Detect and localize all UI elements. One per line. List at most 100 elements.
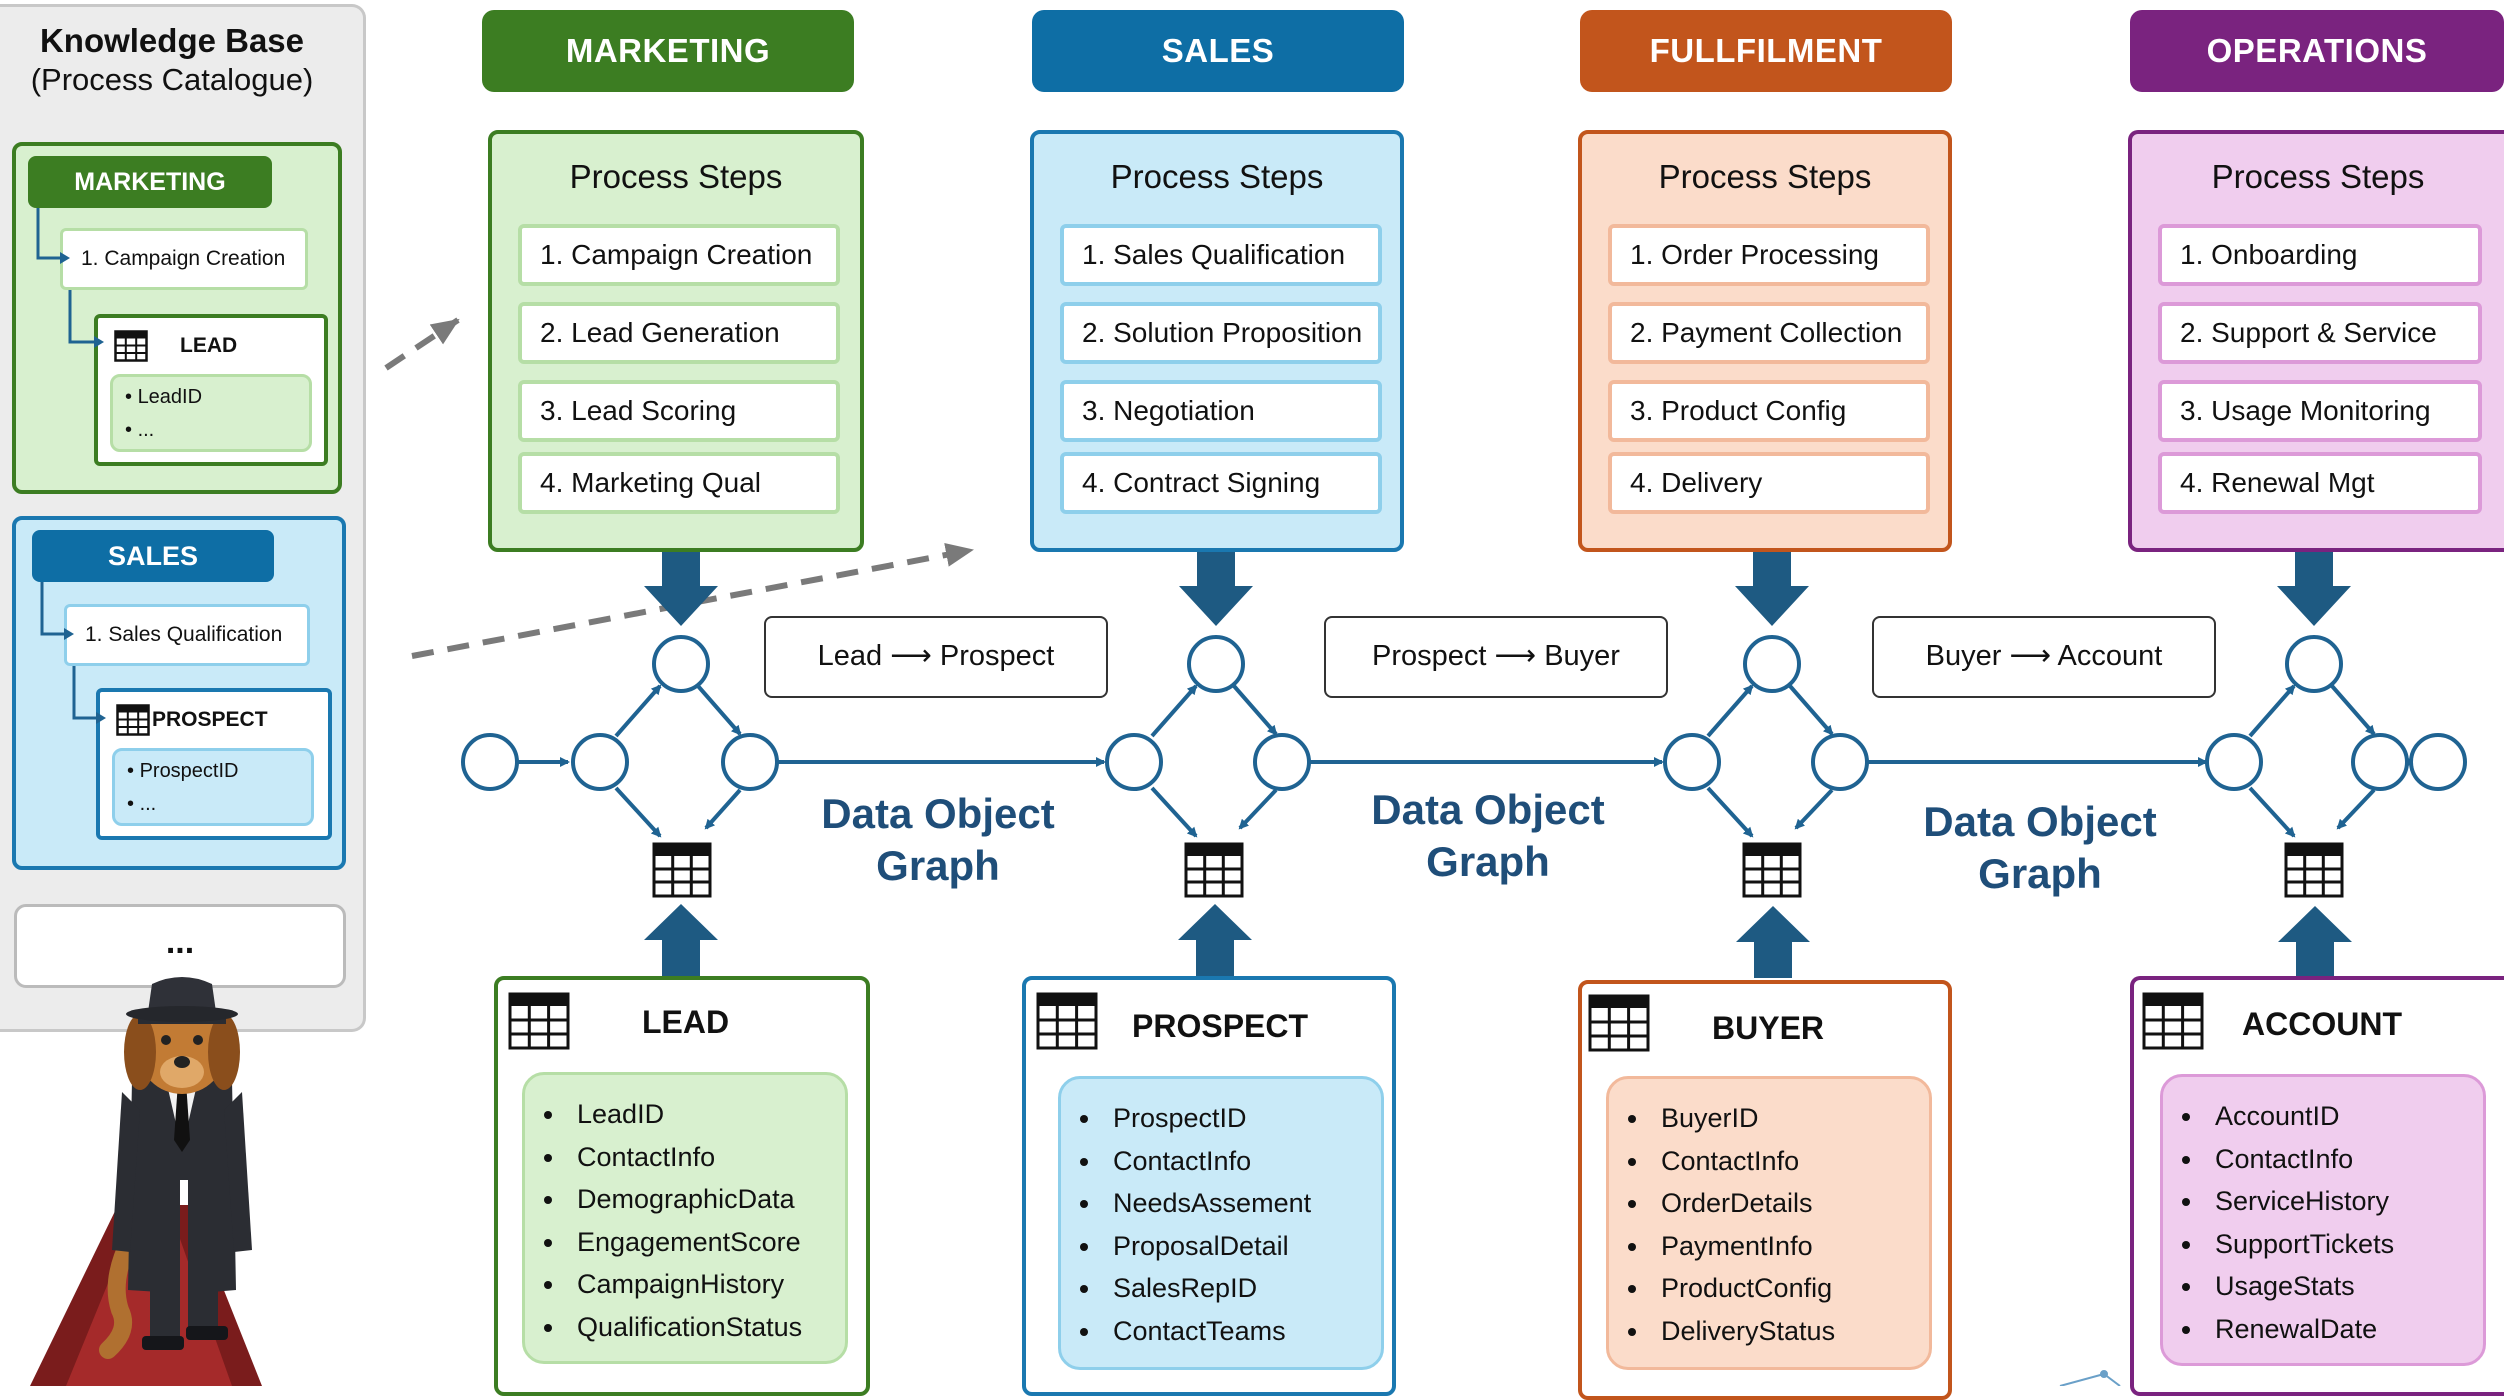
table-icon xyxy=(116,704,150,736)
process-steps-title: Process Steps xyxy=(1110,158,1324,195)
step-contract-signing[interactable]: 4. Contract Signing xyxy=(1060,452,1382,514)
up-arrow xyxy=(644,904,718,976)
entity-name: LEAD xyxy=(642,1004,730,1040)
step-usage-monitoring[interactable]: 3. Usage Monitoring xyxy=(2158,380,2482,442)
field-item: DeliveryStatus xyxy=(1651,1310,1929,1353)
transition-to: Account xyxy=(2057,640,2163,672)
field-item: AccountID xyxy=(2205,1095,2483,1138)
step-solution-proposition[interactable]: 2. Solution Proposition xyxy=(1060,302,1382,364)
step-marketing-qual[interactable]: 4. Marketing Qual xyxy=(518,452,840,514)
step-lead-scoring[interactable]: 3. Lead Scoring xyxy=(518,380,840,442)
table-icon xyxy=(114,330,148,362)
down-arrow xyxy=(2277,552,2351,626)
transition-prospect-buyer: Prospect ⟶ Buyer xyxy=(1324,616,1668,698)
table-icon xyxy=(1588,994,1650,1052)
step-onboarding[interactable]: 1. Onboarding xyxy=(2158,224,2482,286)
right-arrow-icon: ⟶ xyxy=(2001,640,2058,672)
field-list: AccountID ContactInfo ServiceHistory Sup… xyxy=(2160,1074,2486,1366)
transition-from: Prospect xyxy=(1372,640,1487,672)
process-steps-fullfilment: Process Steps 1. Order Processing 2. Pay… xyxy=(1578,130,1952,552)
kb-lead-field: ... xyxy=(137,419,155,441)
knowledge-base-subtitle: (Process Catalogue) xyxy=(30,62,314,97)
transition-lead-prospect: Lead ⟶ Prospect xyxy=(764,616,1108,698)
field-item: ContactTeams xyxy=(1103,1310,1381,1353)
step-order-processing[interactable]: 1. Order Processing xyxy=(1608,224,1930,286)
kb-connectors xyxy=(36,208,106,724)
transition-from: Lead xyxy=(817,640,883,672)
dashed-arrow xyxy=(411,543,974,659)
down-arrow xyxy=(644,552,718,626)
transition-buyer-account: Buyer ⟶ Account xyxy=(1872,616,2216,698)
step-renewal-mgt[interactable]: 4. Renewal Mgt xyxy=(2158,452,2482,514)
field-list: LeadID ContactInfo DemographicData Engag… xyxy=(522,1072,848,1364)
field-item: ServiceHistory xyxy=(2205,1180,2483,1223)
kb-prospect-entity-name: PROSPECT xyxy=(152,708,268,731)
transition-to: Buyer xyxy=(1544,640,1620,672)
step-negotiation[interactable]: 3. Negotiation xyxy=(1060,380,1382,442)
transition-from: Buyer xyxy=(1925,640,2002,672)
dashed-arrow xyxy=(384,317,460,371)
table-icon xyxy=(2284,842,2344,898)
entity-buyer[interactable]: BUYER BuyerID ContactInfo OrderDetails P… xyxy=(1578,980,1952,1400)
process-steps-sales: Process Steps 1. Sales Qualification 2. … xyxy=(1030,130,1404,552)
table-icon xyxy=(508,992,570,1050)
field-item: ProductConfig xyxy=(1651,1267,1929,1310)
step-sales-qualification[interactable]: 1. Sales Qualification xyxy=(1060,224,1382,286)
kb-lead-field: LeadID xyxy=(137,386,203,408)
entity-name: ACCOUNT xyxy=(2242,1006,2402,1042)
field-item: SupportTickets xyxy=(2205,1223,2483,1266)
down-arrow xyxy=(1735,552,1809,626)
table-icon xyxy=(652,842,712,898)
kb-sales-tag: SALES xyxy=(32,530,274,582)
table-icon xyxy=(1742,842,1802,898)
up-arrow xyxy=(1178,904,1252,976)
field-item: ProposalDetail xyxy=(1103,1225,1381,1268)
field-item: ContactInfo xyxy=(567,1136,845,1179)
kb-more-card[interactable]: ... xyxy=(14,904,346,988)
field-item: LeadID xyxy=(567,1093,845,1136)
step-lead-generation[interactable]: 2. Lead Generation xyxy=(518,302,840,364)
field-item: ProspectID xyxy=(1103,1097,1381,1140)
kb-lead-entity-name: LEAD xyxy=(180,334,238,357)
field-item: UsageStats xyxy=(2205,1265,2483,1308)
field-list: ProspectID ContactInfo NeedsAssement Pro… xyxy=(1058,1076,1384,1370)
process-steps-marketing: Process Steps 1. Campaign Creation 2. Le… xyxy=(488,130,864,552)
step-payment-collection[interactable]: 2. Payment Collection xyxy=(1608,302,1930,364)
kb-sales-step[interactable]: 1. Sales Qualification xyxy=(64,604,310,666)
dept-header-fullfilment: FULLFILMENT xyxy=(1580,10,1952,92)
field-item: BuyerID xyxy=(1651,1097,1929,1140)
entity-account[interactable]: ACCOUNT AccountID ContactInfo ServiceHis… xyxy=(2130,976,2504,1396)
field-item: OrderDetails xyxy=(1651,1182,1929,1225)
table-icon xyxy=(2142,992,2204,1050)
field-item: PaymentInfo xyxy=(1651,1225,1929,1268)
dept-header-marketing: MARKETING xyxy=(482,10,854,92)
up-arrow xyxy=(2278,906,2352,978)
kb-marketing-tag: MARKETING xyxy=(28,156,272,208)
field-item: DemographicData xyxy=(567,1178,845,1221)
entity-name: PROSPECT xyxy=(1132,1008,1309,1044)
right-arrow-icon: ⟶ xyxy=(1486,640,1545,672)
entity-name: BUYER xyxy=(1712,1010,1825,1046)
step-campaign-creation[interactable]: 1. Campaign Creation xyxy=(518,224,840,286)
entity-lead[interactable]: LEAD LeadID ContactInfo DemographicData … xyxy=(494,976,870,1396)
up-arrow xyxy=(1736,906,1810,978)
transition-to: Prospect xyxy=(939,640,1055,672)
step-delivery[interactable]: 4. Delivery xyxy=(1608,452,1930,514)
down-arrow xyxy=(1179,552,1253,626)
dept-header-sales: SALES xyxy=(1032,10,1404,92)
table-icon xyxy=(1184,842,1244,898)
step-product-config[interactable]: 3. Product Config xyxy=(1608,380,1930,442)
process-steps-operations: Process Steps 1. Onboarding 2. Support &… xyxy=(2128,130,2504,552)
field-item: SalesRepID xyxy=(1103,1267,1381,1310)
step-support-service[interactable]: 2. Support & Service xyxy=(2158,302,2482,364)
entity-prospect[interactable]: PROSPECT ProspectID ContactInfo NeedsAss… xyxy=(1022,976,1396,1396)
table-icon xyxy=(1036,992,1098,1050)
kb-prospect-field: ... xyxy=(139,793,157,815)
field-item: RenewalDate xyxy=(2205,1308,2483,1351)
process-steps-title: Process Steps xyxy=(569,158,783,195)
field-item: ContactInfo xyxy=(1103,1140,1381,1183)
field-item: CampaignHistory xyxy=(567,1263,845,1306)
